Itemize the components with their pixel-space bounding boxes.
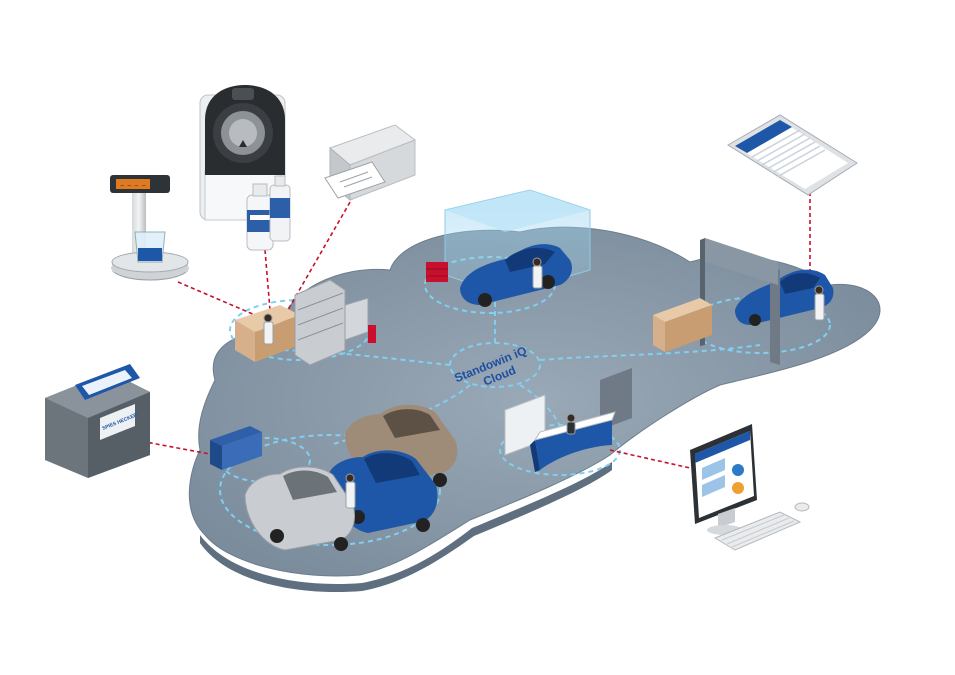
printer-icon xyxy=(324,124,417,202)
scale-icon: — — — — xyxy=(110,175,189,281)
mouse-icon xyxy=(794,502,810,512)
scale-display: — — — — xyxy=(119,182,146,189)
tablet-icon xyxy=(727,114,858,196)
reception-desk-icon xyxy=(504,368,632,472)
keyboard-icon xyxy=(713,511,802,551)
dispenser-icon: SPIES HECKER xyxy=(45,364,150,478)
monitor-icon xyxy=(690,424,757,535)
mixing-machine-icon xyxy=(199,85,286,221)
shelf-icon xyxy=(294,279,376,366)
car-icon xyxy=(244,244,834,551)
paint-cart-icon xyxy=(426,262,448,282)
bottle-icon xyxy=(246,175,291,251)
technician-icon xyxy=(263,257,825,509)
